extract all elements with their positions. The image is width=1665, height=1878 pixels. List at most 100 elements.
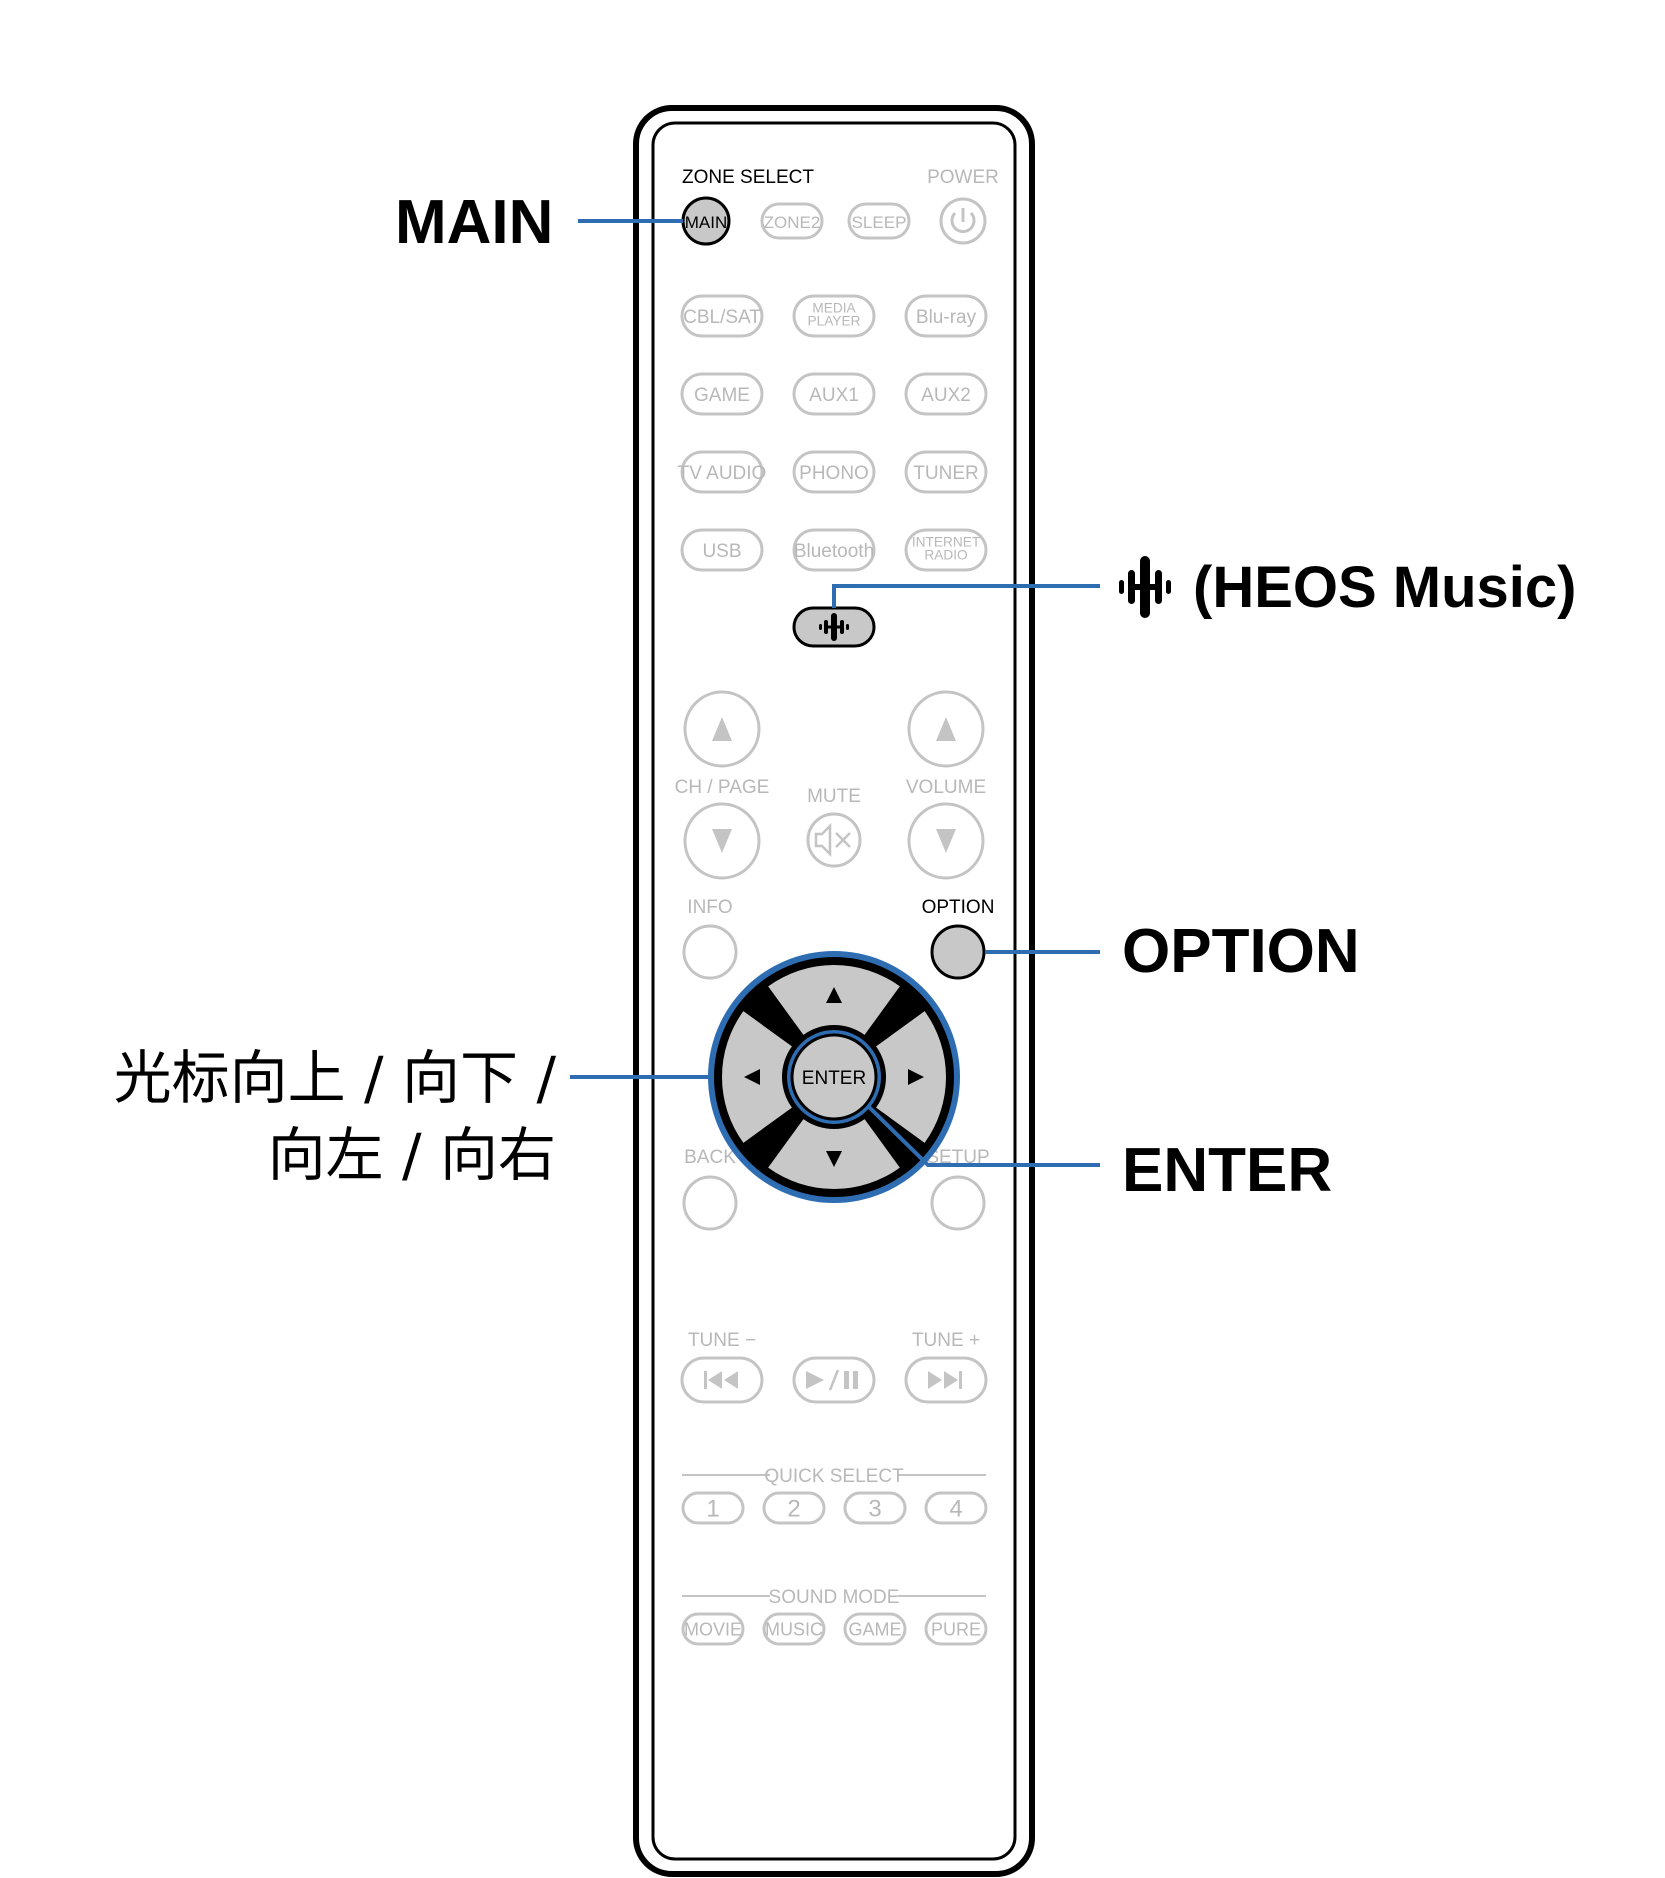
source-internet-radio-button-label-1: INTERNET (912, 535, 981, 550)
quick-select-2-button-label: 2 (787, 1496, 800, 1523)
source-cbl-sat-button[interactable]: CBL/SAT (680, 294, 764, 338)
zone-select-label: ZONE SELECT (682, 167, 814, 188)
svg-text:ENTER: ENTER (802, 1068, 866, 1089)
source-media-player-button-label-1: MEDIA (812, 301, 856, 316)
source-media-player-button-label-2: PLAYER (808, 314, 861, 329)
info-button[interactable] (682, 924, 738, 980)
source-internet-radio-button-label-2: RADIO (924, 548, 967, 563)
quick-select-label: QUICK SELECT (764, 1466, 904, 1487)
ch-page-down-button[interactable] (683, 802, 761, 880)
sound-mode-music-button-label: MUSIC (765, 1619, 823, 1639)
setup-button[interactable] (930, 1175, 986, 1231)
sound-mode-music-button[interactable]: MUSIC (762, 1612, 826, 1646)
svg-text:MAIN: MAIN (685, 213, 728, 232)
source-blu-ray-button[interactable]: Blu-ray (904, 294, 988, 338)
source-phono-button-label: PHONO (799, 463, 869, 484)
sound-mode-section: SOUND MODE (682, 1587, 986, 1608)
source-tuner-button[interactable]: TUNER (904, 450, 988, 494)
heos-callout-icon (1119, 556, 1171, 618)
skip-forward-icon (928, 1371, 962, 1389)
info-label: INFO (687, 897, 732, 918)
source-tv-audio-button-label: TV AUDIO (678, 463, 767, 484)
source-aux1-button-label: AUX1 (809, 385, 859, 406)
sound-mode-label: SOUND MODE (769, 1587, 900, 1608)
back-button[interactable] (682, 1175, 738, 1231)
power-icon (950, 208, 976, 233)
main-button[interactable]: MAIN (681, 196, 731, 246)
skip-back-icon (704, 1371, 738, 1389)
heos-icon (819, 613, 849, 641)
previous-button[interactable] (680, 1356, 764, 1404)
ch-page-label: CH / PAGE (675, 777, 770, 798)
sound-mode-game-button-label: GAME (848, 1619, 901, 1639)
ch-page-up-button[interactable] (683, 690, 761, 768)
right-arrow-icon (908, 1069, 924, 1085)
quick-select-3-button-label: 3 (868, 1496, 881, 1523)
setup-label: SETUP (926, 1147, 989, 1168)
enter-callout: ENTER (1122, 1136, 1332, 1205)
play-pause-icon (806, 1369, 858, 1391)
sleep-button[interactable]: SLEEP (847, 202, 911, 240)
source-tv-audio-button[interactable]: TV AUDIO (678, 450, 767, 494)
quick-select-1-button[interactable]: 1 (681, 1491, 745, 1525)
source-usb-button-label: USB (702, 541, 741, 562)
callout-lines (570, 219, 1100, 1167)
cursor-callout-line2: 向左 / 向右 (268, 1121, 556, 1189)
heos-callout: (HEOS Music) (1193, 555, 1577, 620)
mute-button[interactable] (806, 812, 862, 868)
svg-text:SLEEP: SLEEP (852, 213, 907, 232)
quick-select-4-button[interactable]: 4 (924, 1491, 988, 1525)
play-pause-button[interactable] (792, 1356, 876, 1404)
source-phono-button[interactable]: PHONO (792, 450, 876, 494)
volume-down-button[interactable] (907, 802, 985, 880)
cursor-callout-line1: 光标向上 / 向下 / (114, 1044, 557, 1112)
mute-icon (814, 822, 851, 858)
quick-select-buttons: 1 2 3 4 (681, 1491, 988, 1525)
left-arrow-icon (744, 1069, 760, 1085)
back-label: BACK (684, 1147, 736, 1168)
source-aux2-button[interactable]: AUX2 (904, 372, 988, 416)
up-arrow-icon (826, 987, 842, 1003)
sound-mode-movie-button[interactable]: MOVIE (681, 1612, 745, 1646)
source-aux1-button[interactable]: AUX1 (792, 372, 876, 416)
sound-mode-movie-button-label: MOVIE (684, 1619, 742, 1639)
power-label: POWER (927, 167, 999, 188)
quick-select-section: QUICK SELECT (682, 1466, 986, 1487)
mute-label: MUTE (807, 786, 861, 807)
source-game-button-label: GAME (694, 385, 750, 406)
option-callout: OPTION (1122, 917, 1360, 986)
zone2-button[interactable]: ZONE2 (760, 202, 824, 240)
enter-button[interactable]: ENTER (790, 1033, 878, 1121)
power-button[interactable] (939, 197, 987, 245)
source-tuner-button-label: TUNER (913, 463, 978, 484)
source-game-button[interactable]: GAME (680, 372, 764, 416)
sound-mode-game-button[interactable]: GAME (843, 1612, 907, 1646)
main-callout: MAIN (395, 188, 553, 257)
sound-mode-buttons: MOVIE MUSIC GAME PURE (681, 1612, 988, 1646)
source-cbl-sat-button-label: CBL/SAT (683, 307, 761, 328)
option-button[interactable] (930, 924, 986, 980)
tune-minus-label: TUNE − (688, 1330, 756, 1351)
tune-plus-label: TUNE + (912, 1330, 980, 1351)
source-bluetooth-button-label: Bluetooth (794, 541, 874, 562)
source-blu-ray-button-label: Blu-ray (916, 307, 977, 328)
quick-select-3-button[interactable]: 3 (843, 1491, 907, 1525)
source-usb-button[interactable]: USB (680, 528, 764, 572)
svg-text:ZONE2: ZONE2 (764, 213, 821, 232)
down-arrow-icon (826, 1151, 842, 1167)
volume-up-button[interactable] (907, 690, 985, 768)
quick-select-1-button-label: 1 (706, 1496, 719, 1523)
source-bluetooth-button[interactable]: Bluetooth (792, 528, 876, 572)
sound-mode-pure-button[interactable]: PURE (924, 1612, 988, 1646)
option-label: OPTION (922, 897, 995, 918)
sound-mode-pure-button-label: PURE (931, 1619, 981, 1639)
heos-button[interactable] (792, 606, 876, 648)
quick-select-4-button-label: 4 (949, 1496, 962, 1523)
next-button[interactable] (904, 1356, 988, 1404)
quick-select-2-button[interactable]: 2 (762, 1491, 826, 1525)
cursor-pad: ENTER (708, 951, 960, 1203)
